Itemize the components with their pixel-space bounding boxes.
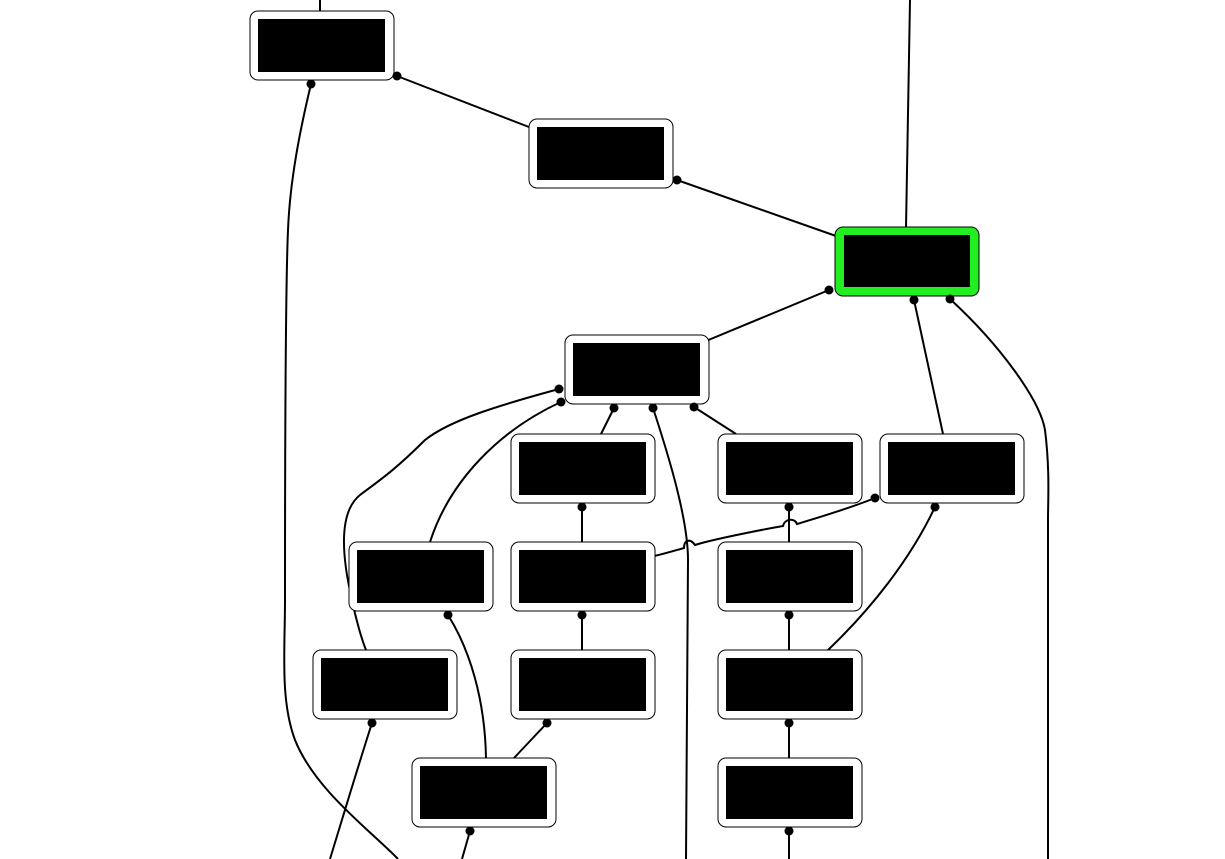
edge-n3-right-down xyxy=(949,298,1050,859)
node-n2[interactable] xyxy=(528,118,674,189)
edge-top-into-n3 xyxy=(905,0,911,229)
node-n15[interactable] xyxy=(717,757,863,828)
node-label-box xyxy=(420,766,547,819)
edges xyxy=(283,0,1050,859)
port-dot[interactable] xyxy=(784,610,794,620)
node-n14[interactable] xyxy=(411,757,557,828)
edge-n1-left-down xyxy=(283,83,399,859)
node-label-box xyxy=(573,343,700,396)
node-label-box xyxy=(726,550,853,603)
port-dot[interactable] xyxy=(784,502,794,512)
edge-n7-n9 xyxy=(653,497,876,557)
node-label-box xyxy=(844,235,970,287)
port-dot[interactable] xyxy=(554,384,564,394)
edge-n4-n6 xyxy=(693,406,737,435)
port-dot[interactable] xyxy=(784,718,794,728)
port-dot[interactable] xyxy=(577,610,587,620)
node-n12[interactable] xyxy=(510,649,656,720)
edge-n2-n3 xyxy=(676,179,837,237)
node-label-box xyxy=(357,550,484,603)
port-dot[interactable] xyxy=(909,295,919,305)
node-n3-selected[interactable] xyxy=(834,226,980,297)
port-dot[interactable] xyxy=(306,79,316,89)
port-dot[interactable] xyxy=(542,718,552,728)
node-label-box xyxy=(888,442,1015,495)
port-dot[interactable] xyxy=(870,493,880,503)
edge-n8-n14 xyxy=(447,614,487,759)
node-n7[interactable] xyxy=(879,433,1025,504)
node-label-box xyxy=(537,127,664,180)
port-dot[interactable] xyxy=(784,826,794,836)
port-dot[interactable] xyxy=(930,502,940,512)
node-label-box xyxy=(519,658,646,711)
node-n6[interactable] xyxy=(717,433,863,504)
node-n4[interactable] xyxy=(564,334,710,405)
port-dot[interactable] xyxy=(945,294,955,304)
node-label-box xyxy=(726,442,853,495)
node-label-box xyxy=(321,658,448,711)
node-label-box xyxy=(726,658,853,711)
node-n9[interactable] xyxy=(510,541,656,612)
port-dot[interactable] xyxy=(609,403,619,413)
edge-n4-n5 xyxy=(600,407,615,435)
edge-n14-down xyxy=(461,830,471,859)
port-dot[interactable] xyxy=(577,502,587,512)
port-dot[interactable] xyxy=(672,175,682,185)
port-dot[interactable] xyxy=(367,718,377,728)
node-n11[interactable] xyxy=(312,649,458,720)
port-dot[interactable] xyxy=(824,285,834,295)
node-n10[interactable] xyxy=(717,541,863,612)
node-label-box xyxy=(519,442,646,495)
edge-n3-n4 xyxy=(705,289,830,342)
port-dot[interactable] xyxy=(648,403,658,413)
port-dot[interactable] xyxy=(392,71,402,81)
nodes xyxy=(249,10,1025,828)
node-label-box xyxy=(258,19,385,72)
node-n1[interactable] xyxy=(249,10,395,81)
node-n13[interactable] xyxy=(717,649,863,720)
port-dot[interactable] xyxy=(689,402,699,412)
edge-n7-n13 xyxy=(827,506,936,651)
port-dot[interactable] xyxy=(443,610,453,620)
port-dot[interactable] xyxy=(556,397,566,407)
node-n5[interactable] xyxy=(510,433,656,504)
edge-n4-n8 xyxy=(429,401,562,543)
port-dot[interactable] xyxy=(465,826,475,836)
edge-n3-n7 xyxy=(913,299,944,435)
edge-n11-down xyxy=(329,722,373,859)
edge-n12-n14 xyxy=(513,722,548,759)
edge-n4-long-down xyxy=(652,407,690,859)
node-label-box xyxy=(726,766,853,819)
node-n8[interactable] xyxy=(348,541,494,612)
edge-n1-n2 xyxy=(396,75,530,128)
node-label-box xyxy=(519,550,646,603)
ports xyxy=(306,71,955,836)
